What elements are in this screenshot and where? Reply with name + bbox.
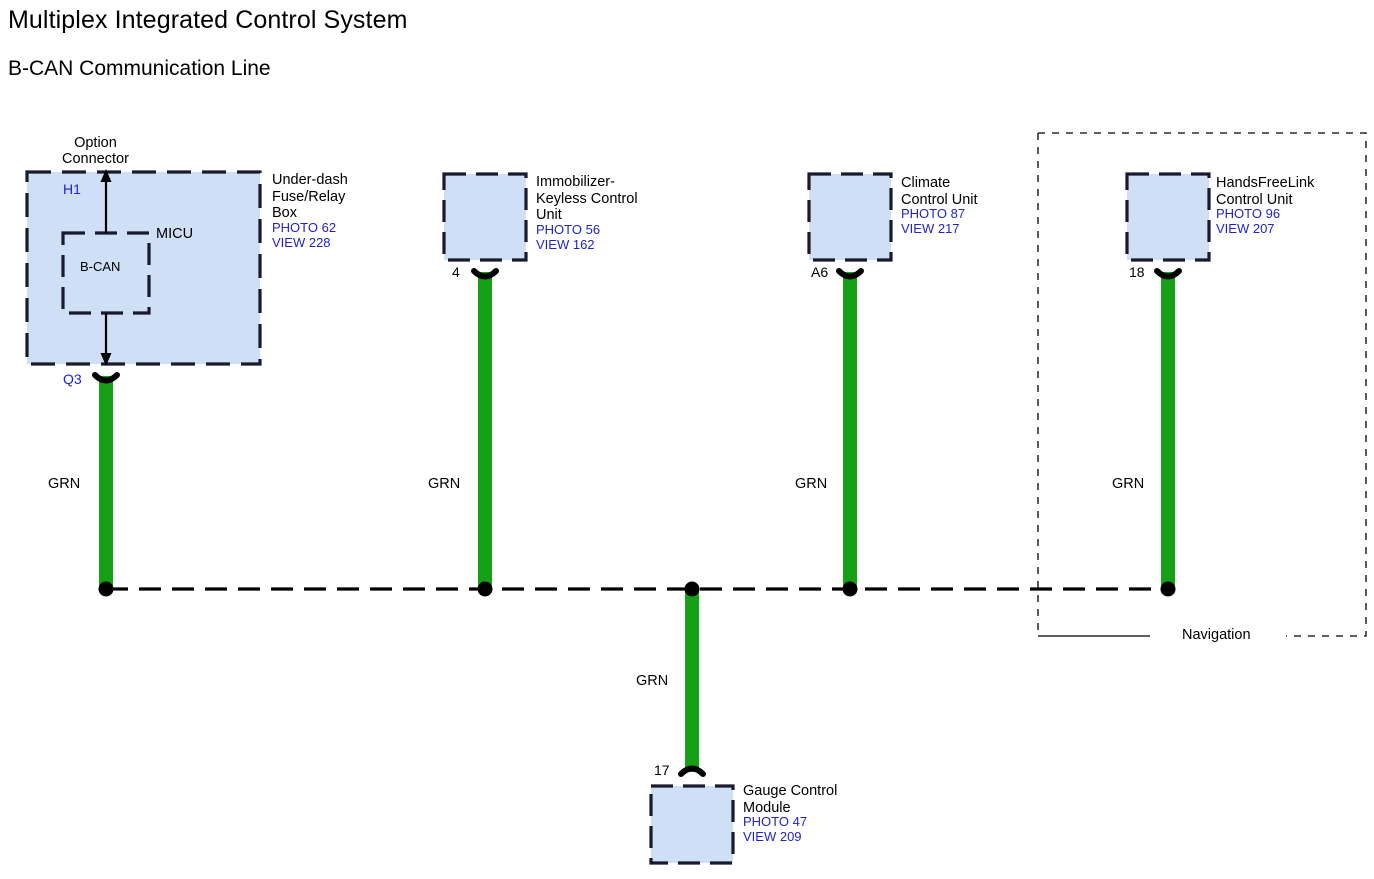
wire-label-grn-5: GRN — [636, 673, 669, 689]
wire-label-grn-4: GRN — [1112, 476, 1145, 492]
junction-dot — [98, 581, 114, 597]
module-ref-handsfreelink-control-unit[interactable]: PHOTO 96 VIEW 207 — [1216, 206, 1281, 236]
micu-label: MICU — [156, 226, 194, 242]
wire-under-dash-fuse-relay-box — [92, 372, 120, 589]
junction-dot — [1160, 581, 1176, 597]
terminal-label-q3: Q3 — [63, 371, 82, 387]
module-ref-climate-control-unit[interactable]: PHOTO 87 VIEW 217 — [901, 206, 966, 236]
module-label-climate-control-unit: Climate Control Unit — [901, 175, 978, 208]
terminal-label-a6: A6 — [811, 264, 829, 280]
module-label-gauge-control-module: Gauge Control Module — [743, 783, 838, 816]
option-connector-label: Option Connector — [62, 135, 129, 167]
wire-climate-control-unit — [836, 268, 864, 589]
module-ref-immobilizer-keyless-control-unit[interactable]: PHOTO 56 VIEW 162 — [536, 222, 601, 252]
wire-label-grn-2: GRN — [428, 476, 461, 492]
junction-dot — [842, 581, 858, 597]
terminal-label-17: 17 — [654, 762, 670, 778]
page-subtitle: B-CAN Communication Line — [8, 57, 271, 80]
module-box-under-dash-fuse-relay-box — [25, 169, 262, 366]
page-title: Multiplex Integrated Control System — [8, 6, 408, 34]
module-ref-under-dash-fuse-relay-box[interactable]: PHOTO 62 VIEW 228 — [272, 220, 337, 250]
terminal-label-h1: H1 — [63, 181, 81, 197]
terminal-label-4: 4 — [452, 264, 460, 280]
module-ref-gauge-control-module[interactable]: PHOTO 47 VIEW 209 — [743, 814, 808, 844]
module-box-handsfreelink-control-unit — [1125, 172, 1211, 262]
module-box-immobilizer-keyless-control-unit — [442, 172, 528, 262]
module-label-immobilizer-keyless-control-unit: Immobilizer- Keyless Control Unit — [536, 174, 638, 223]
terminal-label-18: 18 — [1129, 264, 1145, 280]
module-box-climate-control-unit — [807, 172, 893, 262]
junction-dot — [684, 581, 700, 597]
wire-label-grn-3: GRN — [795, 476, 828, 492]
wire-immobilizer-keyless-control-unit — [471, 268, 499, 589]
wire-label-grn-1: GRN — [48, 476, 81, 492]
b-can-inner-label: B-CAN — [80, 259, 121, 274]
module-box-gauge-control-module — [649, 784, 735, 865]
navigation-group-label: Navigation — [1175, 627, 1258, 643]
junction-dot — [477, 581, 493, 597]
module-label-handsfreelink-control-unit: HandsFreeLink Control Unit — [1216, 175, 1315, 208]
navigation-group-boundary — [1037, 132, 1367, 637]
wire-handsfreelink-control-unit — [1154, 268, 1182, 589]
module-label-under-dash-fuse-relay-box: Under-dash Fuse/Relay Box — [272, 172, 348, 221]
bus-junction-dots — [98, 581, 1176, 597]
wire-gauge-control-module — [678, 589, 706, 777]
